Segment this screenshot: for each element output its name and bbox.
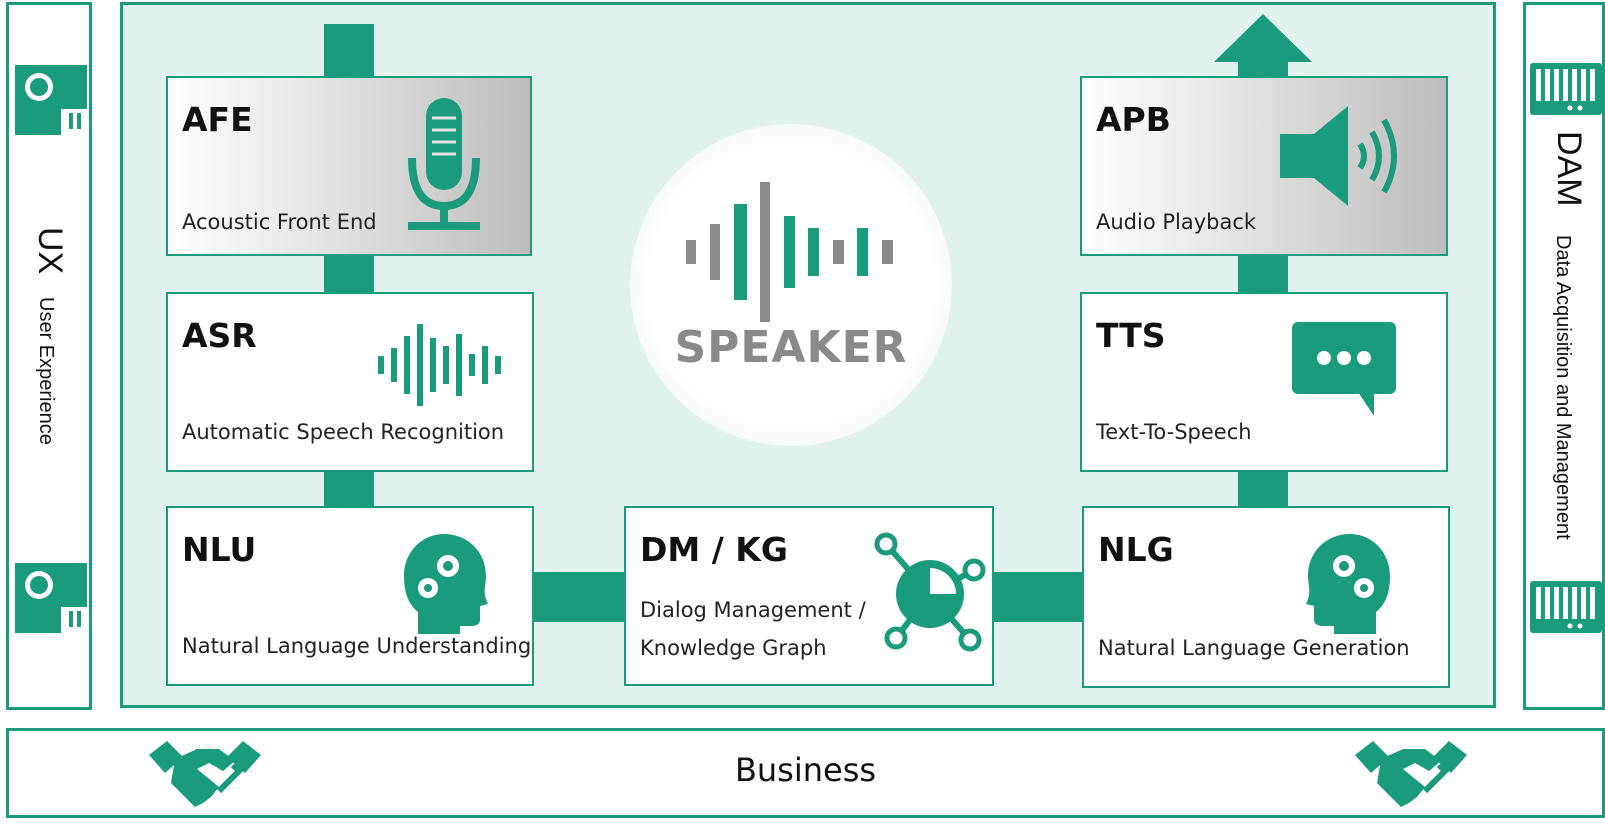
speech-bubble-icon	[1292, 322, 1396, 416]
speaker-volume-icon	[1280, 106, 1397, 206]
tts-abbr: TTS	[1096, 316, 1166, 355]
module-tts: TTS Text-To-Speech	[1080, 292, 1448, 472]
connector-dm-nlg	[990, 572, 1084, 622]
module-afe: AFE Acoustic Front End	[166, 76, 532, 256]
head-gears-icon	[404, 534, 488, 634]
asr-full: Automatic Speech Recognition	[182, 420, 505, 444]
asr-abbr: ASR	[182, 316, 257, 355]
apb-full: Audio Playback	[1096, 210, 1257, 234]
connector-asr-nlu	[324, 468, 374, 508]
server-rack-icon	[1530, 63, 1602, 115]
speaker-label: SPEAKER	[674, 322, 908, 373]
ux-full: User Experience	[35, 297, 57, 445]
head-gears-icon	[1306, 534, 1390, 634]
ux-panel: UX User Experience	[6, 2, 92, 710]
waveform-icon	[378, 324, 501, 406]
dmkg-full-line2: Knowledge Graph	[640, 636, 827, 660]
connector-tts-apb	[1238, 252, 1288, 294]
module-nlu: NLU Natural Language Understanding	[166, 506, 534, 686]
output-arrow-icon	[1214, 14, 1312, 62]
nlg-full: Natural Language Generation	[1098, 636, 1410, 660]
dam-panel: DAM Data Acquisition and Management	[1523, 2, 1605, 710]
speaker-waveform-icon	[686, 182, 893, 322]
afe-full: Acoustic Front End	[182, 210, 377, 234]
ux-abbr: UX	[31, 227, 69, 275]
nlu-abbr: NLU	[182, 530, 257, 569]
handshake-icon	[1355, 741, 1467, 807]
tts-full: Text-To-Speech	[1096, 420, 1252, 444]
module-nlg: NLG Natural Language Generation	[1082, 506, 1450, 688]
connector-nlu-dm	[532, 572, 626, 622]
connector-afe-top	[324, 24, 374, 78]
module-dmkg: DM / KG Dialog Management / Knowledge Gr…	[624, 506, 994, 686]
afe-abbr: AFE	[182, 100, 253, 139]
network-graph-icon	[874, 532, 986, 652]
connector-apb-top	[1238, 60, 1288, 80]
dmkg-full-line1: Dialog Management /	[640, 598, 866, 622]
dmkg-abbr: DM / KG	[640, 530, 788, 569]
module-asr: ASR Automatic Speech Recognition	[166, 292, 534, 472]
nlg-abbr: NLG	[1098, 530, 1174, 569]
user-monitor-icon	[15, 65, 87, 135]
business-panel: Business	[6, 728, 1605, 818]
microphone-icon	[408, 98, 480, 230]
connector-nlg-tts	[1238, 470, 1288, 510]
handshake-icon	[149, 741, 261, 807]
dam-abbr: DAM	[1550, 131, 1588, 207]
apb-abbr: APB	[1096, 100, 1171, 139]
module-apb: APB Audio Playback	[1080, 76, 1448, 256]
dam-full: Data Acquisition and Management	[1552, 235, 1574, 540]
connector-afe-asr	[324, 252, 374, 294]
business-label: Business	[734, 751, 877, 789]
server-rack-icon	[1530, 581, 1602, 633]
nlu-full: Natural Language Understanding	[182, 634, 532, 658]
user-monitor-icon	[15, 563, 87, 633]
speaker-logo	[630, 124, 952, 446]
